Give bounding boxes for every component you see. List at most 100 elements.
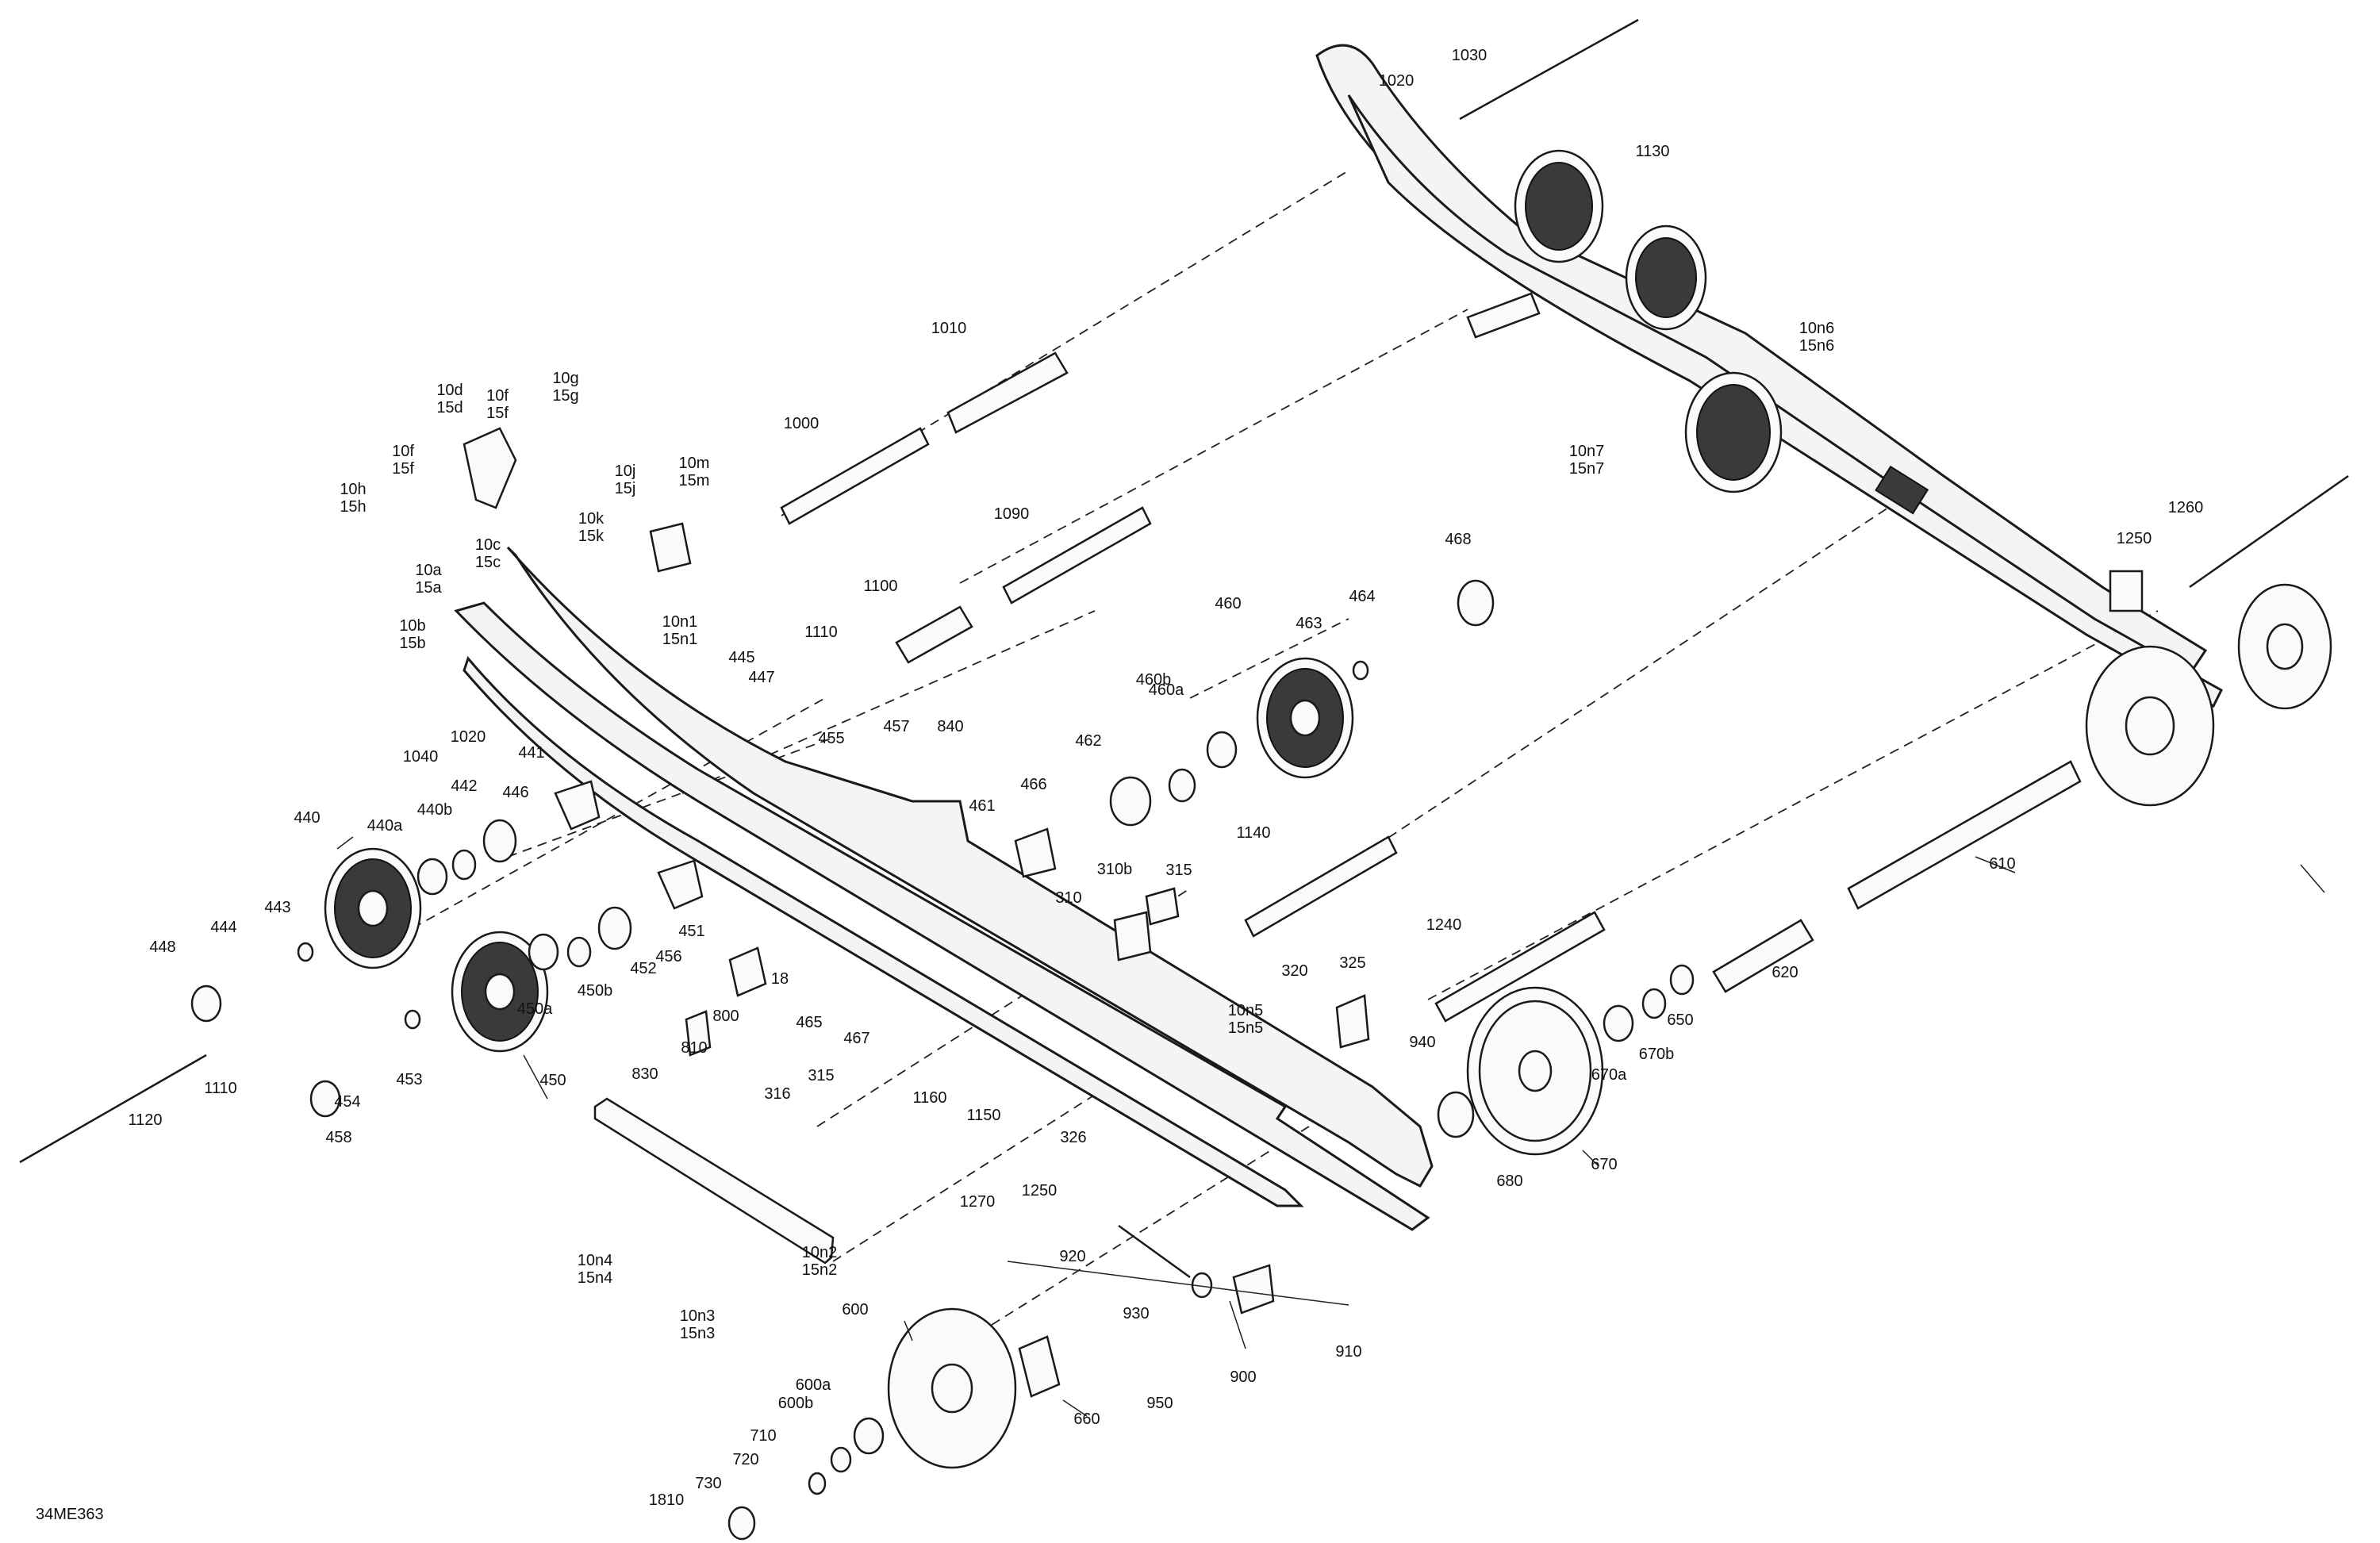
callout-label-line: 600a — [796, 1376, 831, 1394]
callout-label-line: 1020 — [451, 728, 486, 746]
callout-label-line: 467 — [843, 1030, 869, 1047]
rear-rail-block — [1875, 465, 1929, 515]
callout-label-line: 15n7 — [1569, 460, 1605, 478]
callout-label-line: 457 — [883, 718, 909, 735]
callout-label-line: 456 — [655, 948, 681, 965]
callout-label: 445 — [728, 649, 754, 666]
callout-label: 620 — [1772, 964, 1798, 981]
bracket-320 — [1335, 994, 1370, 1049]
callout-label-line: 10n5 — [1228, 1002, 1264, 1019]
bolt-1030 — [1459, 18, 1639, 121]
ring-460b — [1168, 768, 1196, 803]
callout-label-line: 450b — [578, 982, 613, 1000]
callout-label-line: 10n7 — [1569, 443, 1605, 460]
wheel-460 — [1256, 657, 1354, 779]
callout-label-line: 15n6 — [1799, 337, 1835, 355]
callout-label-line: 462 — [1075, 732, 1101, 750]
callout-label-line: 15d — [436, 399, 463, 416]
callout-label: 600 — [842, 1301, 868, 1318]
shafts — [19, 18, 2349, 1279]
cap-1810 — [727, 1506, 756, 1541]
cap-452 — [597, 906, 632, 950]
callout-label: 456 — [655, 948, 681, 965]
callout-label-line: 15h — [340, 498, 366, 516]
callout-label: 440a — [367, 817, 403, 835]
callout-label: 460a — [1149, 681, 1184, 699]
callout-label-line: 446 — [502, 784, 528, 801]
callout-label-line: 650 — [1667, 1011, 1693, 1029]
callout-label: 1130 — [1635, 143, 1669, 160]
callout-label-line: 310 — [1055, 889, 1081, 907]
callout-label: 670a — [1591, 1066, 1627, 1084]
bearing-440a — [416, 858, 448, 896]
washer-463 — [1352, 660, 1369, 681]
callout-label-line: 10c — [475, 536, 501, 554]
bottom-slide-bar — [593, 1097, 835, 1265]
callout-label: 440 — [294, 809, 320, 827]
cap-441 — [554, 780, 601, 831]
block-310 — [1113, 911, 1152, 961]
callout-label-line: 15j — [615, 480, 636, 497]
callout-label-line: 10d — [436, 382, 463, 399]
wheel-rear-mid — [1684, 371, 1783, 493]
callout-label-line: 1140 — [1236, 824, 1270, 842]
callout-label: 1240 — [1426, 916, 1462, 934]
callout-label-line: 460a — [1149, 681, 1184, 699]
callout-label: 800 — [712, 1008, 739, 1025]
callout-label-line: 310b — [1097, 861, 1133, 878]
callout-label-line: 461 — [969, 797, 995, 815]
spacer-1020-rear — [1466, 292, 1541, 339]
pin-920 — [1118, 1224, 1191, 1279]
callout-label-line: 1150 — [966, 1107, 1000, 1124]
callout-label: 315 — [1165, 862, 1192, 879]
callout-label-line: 453 — [396, 1071, 422, 1088]
callout-label: 810 — [681, 1039, 707, 1057]
callout-label-line: 325 — [1339, 954, 1365, 972]
callout-label: 1010 — [931, 320, 967, 337]
callout-label: 466 — [1020, 776, 1046, 793]
callout-label: 1140 — [1236, 824, 1270, 842]
callout-label-line: 1020 — [1379, 72, 1415, 90]
callout-label-line: 315 — [1165, 862, 1192, 879]
callout-label: 950 — [1146, 1395, 1173, 1412]
callout-label: 463 — [1296, 615, 1322, 632]
callout-label-line: 15m — [679, 472, 710, 489]
callout-label-line: 910 — [1335, 1343, 1361, 1361]
tube-1140 — [1244, 835, 1398, 938]
callout-label-line: 920 — [1059, 1248, 1085, 1265]
callout-label-line: 10n2 — [802, 1244, 838, 1261]
callout-label: 452 — [630, 960, 656, 977]
callout-label-line: 900 — [1230, 1368, 1256, 1386]
callout-label-line: 460 — [1215, 595, 1241, 612]
rear-rail-lower — [1347, 94, 2223, 708]
callout-label-line: 600b — [778, 1395, 814, 1412]
callout-label-line: 10b — [399, 617, 425, 635]
callout-label: 442 — [451, 777, 477, 795]
callout-label-line: 950 — [1146, 1395, 1173, 1412]
callout-label: 447 — [748, 669, 774, 686]
callout-label-line: 15b — [399, 635, 425, 652]
callout-label-line: 442 — [451, 777, 477, 795]
spacer-810 — [685, 1010, 712, 1057]
callout-label-line: 447 — [748, 669, 774, 686]
callout-label-line: 810 — [681, 1039, 707, 1057]
left-rail-outer — [454, 601, 1430, 1231]
callout-label: 315 — [808, 1067, 834, 1084]
callout-label: 441 — [518, 744, 544, 762]
callout-label-line: 1160 — [912, 1089, 946, 1107]
cap-451 — [657, 859, 704, 910]
callout-label-line: 15a — [415, 579, 442, 597]
callout-label-line: 1810 — [649, 1491, 685, 1509]
callout-label-line: 455 — [818, 730, 844, 747]
shaft-1090 — [1002, 506, 1152, 605]
wheel-670 — [1466, 986, 1604, 1156]
callout-label-line: 15n2 — [802, 1261, 838, 1279]
callout-label-line: 445 — [728, 649, 754, 666]
